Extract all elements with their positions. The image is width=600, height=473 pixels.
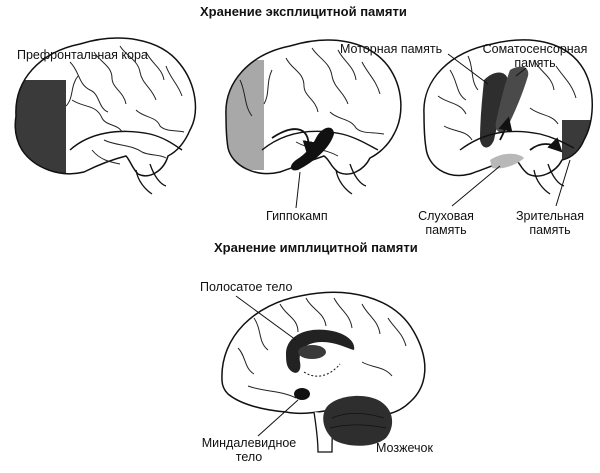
hippocampus-arrow <box>271 128 317 156</box>
somatosensory-line1: Соматосенсорная <box>482 42 588 56</box>
brain-prefrontal <box>14 37 197 195</box>
motor-region <box>480 72 508 148</box>
implicit-memory-title: Хранение имплицитной памяти <box>214 240 418 255</box>
amygdala-region <box>294 388 310 400</box>
frontal-light-region <box>225 60 264 170</box>
visual-line1: Зрительная <box>515 209 585 223</box>
striatum-label: Полосатое тело <box>200 280 293 294</box>
brain-cortical-memories <box>423 39 593 207</box>
auditory-arrow <box>498 116 513 141</box>
amygdala-line2: тело <box>235 450 263 464</box>
hippocampus-label: Гиппокамп <box>266 209 328 223</box>
auditory-region <box>490 153 524 169</box>
brain-hippocampus <box>225 39 402 209</box>
cerebellum-label: Мозжечок <box>376 441 433 455</box>
amygdala-line1: Миндалевидное <box>201 436 297 450</box>
brain-implicit <box>221 291 426 453</box>
auditory-memory-label: Слуховая память <box>410 209 482 237</box>
motor-memory-label: Моторная память <box>340 42 443 56</box>
hippocampus-region <box>290 127 334 171</box>
prefrontal-region <box>15 80 66 176</box>
amygdala-label: Миндалевидное тело <box>196 436 302 464</box>
auditory-line1: Слуховая <box>418 209 474 223</box>
somatosensory-line2: память <box>514 56 556 70</box>
explicit-memory-title: Хранение эксплицитной памяти <box>200 4 407 19</box>
cerebellum-region <box>323 395 393 446</box>
prefrontal-cortex-label: Префронтальная кора <box>17 48 148 62</box>
visual-line2: память <box>529 223 571 237</box>
somatosensory-region <box>495 66 529 133</box>
auditory-line2: память <box>425 223 467 237</box>
visual-memory-label: Зрительная память <box>505 209 595 237</box>
striatum-region <box>286 329 355 373</box>
visual-arrow <box>529 137 563 153</box>
somatosensory-memory-label: Соматосенсорная память <box>480 42 590 70</box>
